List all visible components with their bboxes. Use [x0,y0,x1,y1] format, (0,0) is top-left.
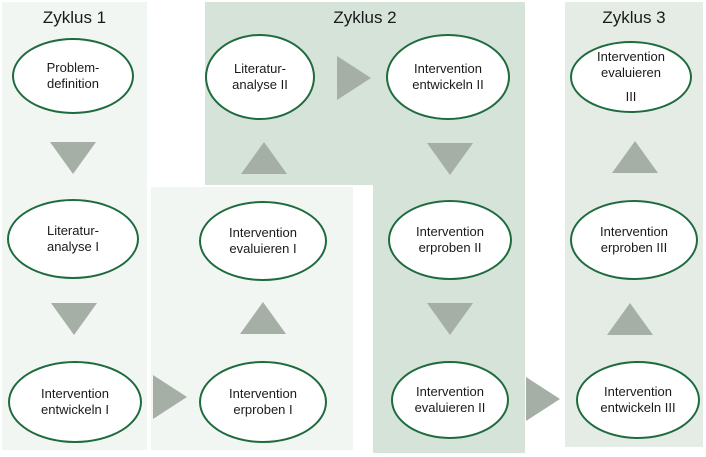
node-problemdefinition: Problem- definition [12,38,134,114]
node-literaturanalyse-1: Literatur- analyse I [7,199,139,279]
node-label: Intervention evaluieren III [597,49,665,104]
cycle-title-zyklus-3: Zyklus 3 [602,8,666,27]
triangle-up-icon [612,141,658,173]
node-label: Literatur- analyse II [232,61,288,92]
node-literaturanalyse-2: Literatur- analyse II [205,34,315,120]
triangle-up-icon [607,303,653,335]
node-label: Intervention evaluieren I [229,225,297,256]
node-label: Intervention erproben II [416,224,484,255]
triangle-down-icon [427,303,473,335]
node-label: Intervention entwickeln II [412,61,484,92]
triangle-right-icon [337,56,371,100]
triangle-up-icon [241,142,287,174]
triangle-up-icon [240,302,286,334]
node-intervention-erproben-3: Intervention erproben III [570,200,698,280]
node-intervention-erproben-2: Intervention erproben II [388,200,512,280]
node-label: Intervention entwickeln I [41,386,109,417]
node-intervention-entwickeln-1: Intervention entwickeln I [8,361,142,443]
node-intervention-evaluieren-3: Intervention evaluieren III [570,41,692,113]
node-intervention-evaluieren-2: Intervention evaluieren II [391,361,509,439]
node-intervention-erproben-1: Intervention erproben I [199,361,327,443]
triangle-down-icon [50,142,96,174]
triangle-down-icon [427,143,473,175]
node-label: Literatur- analyse I [46,223,100,254]
node-label: Problem- definition [46,60,100,91]
node-label: Intervention erproben III [600,224,668,255]
cycle-title-zyklus-1: Zyklus 1 [42,8,107,27]
triangle-right-icon [526,377,560,421]
node-label: Intervention entwickeln III [600,384,676,415]
cycle-title-zyklus-2: Zyklus 2 [333,8,397,27]
node-label: Intervention erproben I [229,386,297,417]
triangle-down-icon [51,303,97,335]
triangle-right-icon [153,375,187,419]
node-intervention-evaluieren-1: Intervention evaluieren I [199,201,327,281]
node-intervention-entwickeln-2: Intervention entwickeln II [386,34,510,120]
node-intervention-entwickeln-3: Intervention entwickeln III [576,361,700,439]
node-label: Intervention evaluieren II [414,384,486,415]
